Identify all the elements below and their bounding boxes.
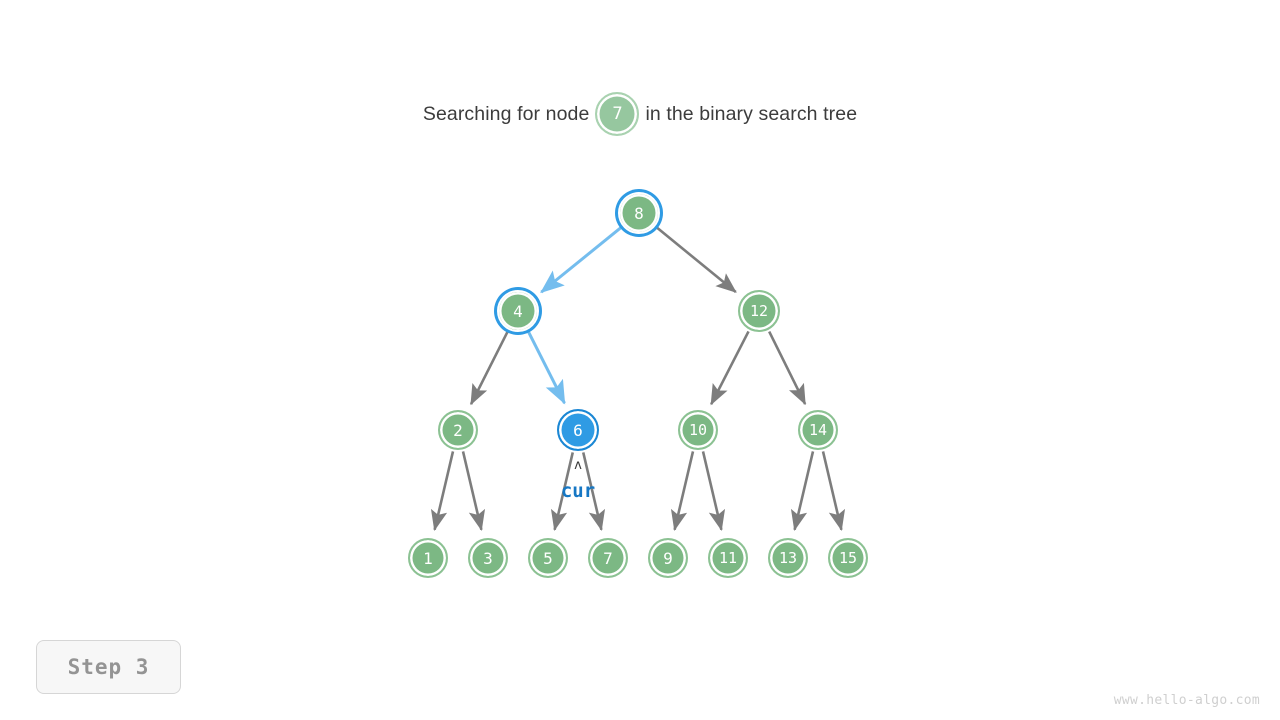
tree-edge-2-to-3 [461,451,486,532]
tree-node-8: 8 [618,192,660,234]
tree-node-label: 9 [663,548,673,568]
cur-pointer: ʌ cur [538,458,618,502]
cur-pointer-label: cur [560,480,596,502]
tree-node-1: 1 [408,538,448,578]
tree-edge-4-to-6 [527,330,566,405]
tree-node-4: 4 [497,290,539,332]
tree-node-5: 5 [528,538,568,578]
tree-edge-2-to-1 [430,451,455,532]
tree-node-15: 15 [828,538,868,578]
page-title-suffix: in the binary search tree [645,102,858,125]
page-title-prefix: Searching for node [422,102,590,125]
tree-node-label: 13 [778,549,798,567]
tree-node-label: 12 [749,302,769,320]
tree-edge-10-to-11 [701,451,726,532]
tree-node-2: 2 [438,410,478,450]
tree-node-label: 14 [808,421,828,439]
cur-caret-icon: ʌ [574,458,582,473]
tree-node-label: 8 [634,203,644,223]
tree-edge-6-to-7 [581,452,606,532]
tree-edge-6-to-5 [550,452,575,532]
step-badge: Step 3 [36,640,181,694]
tree-node-label: 4 [513,301,523,321]
tree-node-9: 9 [648,538,688,578]
tree-node-label: 11 [718,549,738,567]
tree-edge-12-to-14 [768,331,807,406]
tree-node-12: 12 [738,290,780,332]
tree-node-label: 6 [573,420,583,440]
tree-node-3: 3 [468,538,508,578]
tree-node-6: 6 [557,409,599,451]
tree-edge-14-to-15 [821,451,846,532]
tree-node-7: 7 [588,538,628,578]
tree-node-label: 10 [688,421,708,439]
tree-node-label: 3 [483,548,493,568]
tree-node-10: 10 [678,410,718,450]
page-title: Searching for node 7 in the binary searc… [0,92,1280,136]
tree-edge-14-to-13 [790,451,815,532]
tree-node-13: 13 [768,538,808,578]
tree-node-label: 2 [453,420,463,440]
tree-edge-8-to-12 [655,226,737,294]
watermark: www.hello-algo.com [1113,693,1260,708]
tree-edge-8-to-4 [540,226,623,294]
target-value-badge: 7 [595,92,640,136]
tree-node-11: 11 [708,538,748,578]
tree-node-label: 15 [838,549,858,567]
tree-edge-4-to-2 [469,330,509,406]
tree-node-label: 5 [543,548,553,568]
tree-edge-10-to-9 [670,451,695,532]
tree-edge-12-to-10 [710,330,750,406]
tree-node-label: 1 [423,548,433,568]
tree-node-label: 7 [603,548,613,568]
tree-node-14: 14 [798,410,838,450]
